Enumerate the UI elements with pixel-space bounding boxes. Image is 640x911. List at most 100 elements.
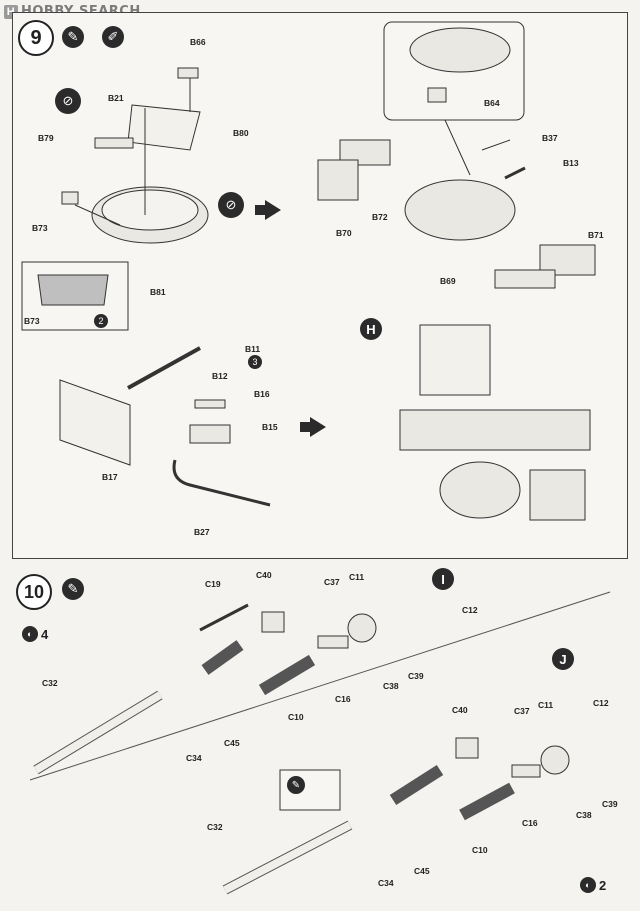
part-c16-top [317, 635, 349, 649]
label-c38-j: C38 [576, 810, 592, 820]
part-b11 [127, 346, 201, 390]
label-b17: B17 [102, 472, 118, 482]
paint-icon: ✐ [102, 26, 124, 48]
part-c16-bottom [511, 764, 541, 778]
label-c37: C37 [324, 577, 340, 587]
label-c16: C16 [335, 694, 351, 704]
cement-icon: ✎ [287, 776, 305, 794]
label-b70: B70 [336, 228, 352, 238]
part-b70 [317, 159, 359, 201]
turret-ring-right [404, 179, 516, 241]
label-c39: C39 [408, 671, 424, 681]
step-10-number: 10 [16, 574, 52, 610]
sub-step-i-badge: I [432, 568, 454, 590]
label-b13: B13 [563, 158, 579, 168]
quantity-bottom-value: 2 [599, 877, 607, 893]
label-b15: B15 [262, 422, 278, 432]
b73-template [37, 274, 109, 306]
part-b17 [59, 379, 131, 466]
label-c34-j: C34 [378, 878, 394, 888]
part-c10-top [258, 654, 316, 696]
part-b69 [494, 269, 556, 289]
label-b21: B21 [108, 93, 124, 103]
part-b27 [172, 459, 271, 507]
label-b73-inset: B73 [24, 316, 40, 326]
label-b37: B37 [542, 133, 558, 143]
quantity-bottom: ◐ 2 [580, 877, 606, 893]
part-c11-bottom [540, 745, 570, 775]
label-b69: B69 [440, 276, 456, 286]
label-c12-j: C12 [593, 698, 609, 708]
label-b11: B11 [245, 344, 261, 354]
part-b80 [127, 104, 201, 151]
label-c40-j: C40 [452, 705, 468, 715]
label-b27: B27 [194, 527, 210, 537]
label-b73: B73 [32, 223, 48, 233]
part-b15 [189, 424, 231, 444]
label-c16-j: C16 [522, 818, 538, 828]
part-c45-bottom [389, 764, 444, 806]
label-c11-j: C11 [538, 700, 554, 710]
label-b81: B81 [150, 287, 166, 297]
part-c32-top-fill [33, 691, 163, 774]
part-b79 [94, 137, 134, 149]
part-c11-top [347, 613, 377, 643]
no-cement-icon: ⊘ [55, 88, 81, 114]
sub-step-j-badge: J [552, 648, 574, 670]
label-c11: C11 [349, 572, 365, 582]
quantity-top: ◐ 4 [22, 626, 48, 642]
label-b66: B66 [190, 37, 206, 47]
part-b16 [194, 399, 226, 409]
label-c40: C40 [256, 570, 272, 580]
step-9-number: 9 [18, 20, 54, 56]
step-arrow-icon [300, 417, 326, 437]
label-c34: C34 [186, 753, 202, 763]
label-b71: B71 [588, 230, 604, 240]
label-b72: B72 [372, 212, 388, 222]
b73-count-badge: 2 [94, 314, 108, 328]
part-c19 [199, 603, 249, 632]
part-c45-top [201, 640, 244, 675]
part-b73 [61, 191, 79, 205]
part-b64 [427, 87, 447, 103]
label-b79: B79 [38, 133, 54, 143]
label-c38: C38 [383, 681, 399, 691]
part-b66 [177, 67, 199, 79]
label-b80: B80 [233, 128, 249, 138]
label-c12: C12 [462, 605, 478, 615]
no-cement-icon: ⊘ [218, 192, 244, 218]
cement-icon: ✎ [62, 578, 84, 600]
part-b37 [481, 139, 511, 151]
turret-ring-inner-left [101, 189, 199, 231]
part-c40-top [261, 611, 285, 633]
assembled-ring [439, 461, 521, 519]
b11-count-badge: 3 [248, 355, 262, 369]
label-c37-j: C37 [514, 706, 530, 716]
part-c40-bottom [455, 737, 479, 759]
label-b16: B16 [254, 389, 270, 399]
label-b12: B12 [212, 371, 228, 381]
divider-line [29, 591, 611, 781]
label-c32: C32 [42, 678, 58, 688]
label-c10: C10 [288, 712, 304, 722]
sub-step-h-badge: H [360, 318, 382, 340]
quantity-icon: ◐ [22, 626, 38, 642]
callout-leader [444, 119, 471, 176]
step-arrow-icon [255, 200, 281, 220]
label-b64: B64 [484, 98, 500, 108]
label-c45-j: C45 [414, 866, 430, 876]
quantity-top-value: 4 [41, 626, 49, 642]
part-c10-bottom [459, 782, 515, 821]
part-b13 [504, 166, 526, 180]
label-c19: C19 [205, 579, 221, 589]
assembled-shield [419, 324, 491, 396]
quantity-icon: ◐ [580, 877, 596, 893]
label-c32-j: C32 [207, 822, 223, 832]
assembly-line [74, 204, 121, 226]
step-10-panel [12, 566, 626, 902]
assembled-hull [399, 409, 591, 451]
label-c45: C45 [224, 738, 240, 748]
label-c39-j: C39 [602, 799, 618, 809]
